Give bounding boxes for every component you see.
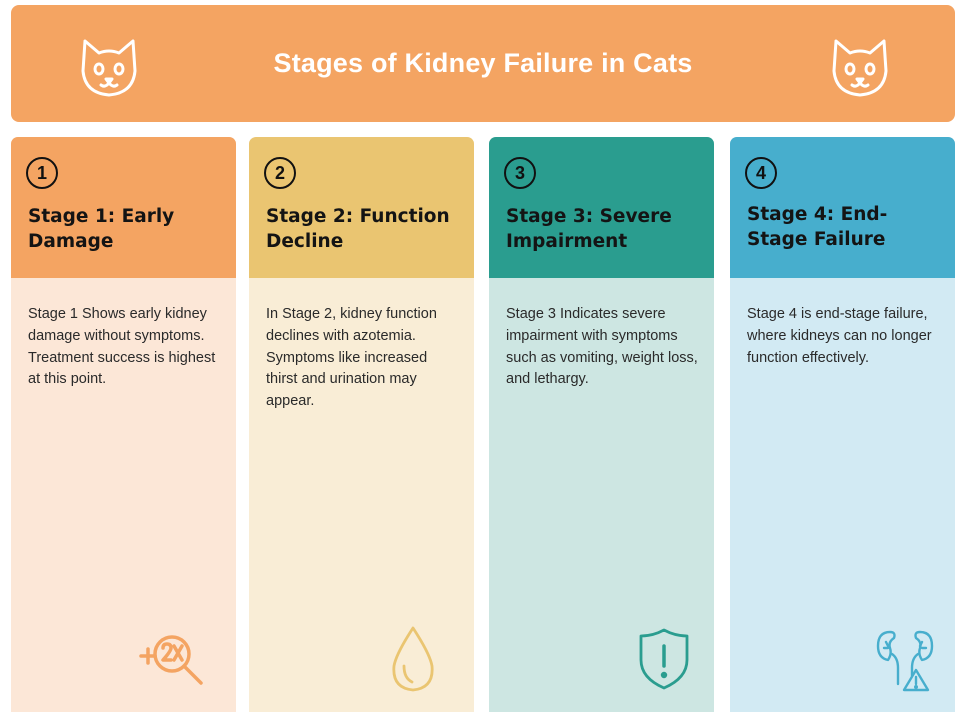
stage-title: Stage 2: Function Decline bbox=[266, 206, 450, 252]
water-drop-icon bbox=[392, 626, 434, 692]
stage-title: Stage 4: End-Stage Failure bbox=[747, 204, 888, 250]
stage-card-body: In Stage 2, kidney function declines wit… bbox=[249, 278, 474, 712]
stage-card-header: 4 Stage 4: End-Stage Failure bbox=[730, 137, 955, 278]
stage-title: Stage 1: Early Damage bbox=[28, 206, 175, 252]
stage-card-body: Stage 3 Indicates severe impairment with… bbox=[489, 278, 714, 712]
stage-description: Stage 4 is end-stage failure, where kidn… bbox=[747, 306, 932, 366]
stage-description: In Stage 2, kidney function declines wit… bbox=[266, 306, 437, 410]
stage-card-header: 3 Stage 3: Severe Impairment bbox=[489, 137, 714, 278]
stage-title: Stage 3: Severe Impairment bbox=[506, 206, 672, 252]
stage-number-badge: 1 bbox=[26, 157, 58, 189]
stage-card-body: Stage 4 is end-stage failure, where kidn… bbox=[730, 278, 955, 712]
stage-card-3: 3 Stage 3: Severe Impairment Stage 3 Ind… bbox=[489, 137, 714, 712]
stage-number-badge: 2 bbox=[264, 157, 296, 189]
stage-card-4: 4 Stage 4: End-Stage Failure Stage 4 is … bbox=[730, 137, 955, 712]
stage-card-header: 1 Stage 1: Early Damage bbox=[11, 137, 236, 278]
cat-face-icon bbox=[81, 39, 137, 97]
stage-number-badge: 4 bbox=[745, 157, 777, 189]
cat-face-icon bbox=[832, 39, 888, 97]
stage-description: Stage 3 Indicates severe impairment with… bbox=[506, 306, 698, 388]
header-banner: Stages of Kidney Failure in Cats bbox=[11, 5, 955, 122]
stage-card-2: 2 Stage 2: Function Decline In Stage 2, … bbox=[249, 137, 474, 712]
stage-card-body: Stage 1 Shows early kidney damage withou… bbox=[11, 278, 236, 712]
kidney-warning-icon bbox=[876, 630, 934, 692]
shield-alert-icon bbox=[639, 628, 689, 690]
page-title: Stages of Kidney Failure in Cats bbox=[273, 48, 693, 78]
stage-card-header: 2 Stage 2: Function Decline bbox=[249, 137, 474, 278]
stage-number-badge: 3 bbox=[504, 157, 536, 189]
stage-description: Stage 1 Shows early kidney damage withou… bbox=[28, 306, 216, 388]
stage-card-1: 1 Stage 1: Early Damage Stage 1 Shows ea… bbox=[11, 137, 236, 712]
magnify-2x-icon bbox=[139, 635, 203, 685]
